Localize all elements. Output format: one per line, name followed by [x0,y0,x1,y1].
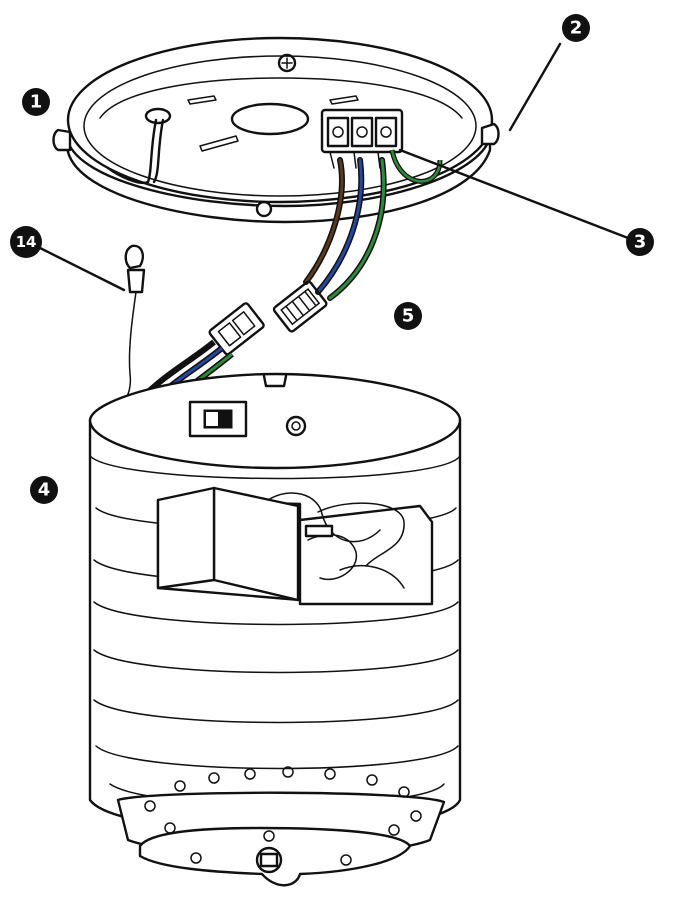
svg-text:2: 2 [570,18,583,39]
svg-text:14: 14 [16,233,37,251]
callout-1: 1 [22,88,50,116]
safety-cable [123,244,146,405]
vent-holes [144,766,422,836]
supply-wires-upper [303,149,443,301]
svg-text:3: 3 [634,232,647,253]
plug-connector-upper [272,280,328,333]
capacitor-compartment [156,486,434,606]
leader-line-2 [508,42,562,132]
svg-text:4: 4 [38,480,51,501]
reverse-switch [188,400,248,438]
svg-text:5: 5 [402,306,415,327]
svg-text:1: 1 [30,92,43,113]
leader-line-3 [398,148,630,240]
callout-14: 14 [10,226,42,258]
bottom-flange [116,766,446,887]
top-screw [285,415,307,437]
leader-lines [38,42,630,292]
socket-connector-lower [208,302,265,356]
callout-5: 5 [394,302,422,330]
terminal-block [320,108,404,169]
callout-2: 2 [562,14,590,42]
callout-4: 4 [30,476,58,504]
leader-line-14 [38,246,126,292]
callout-3: 3 [626,228,654,256]
mounting-plate [52,36,500,224]
